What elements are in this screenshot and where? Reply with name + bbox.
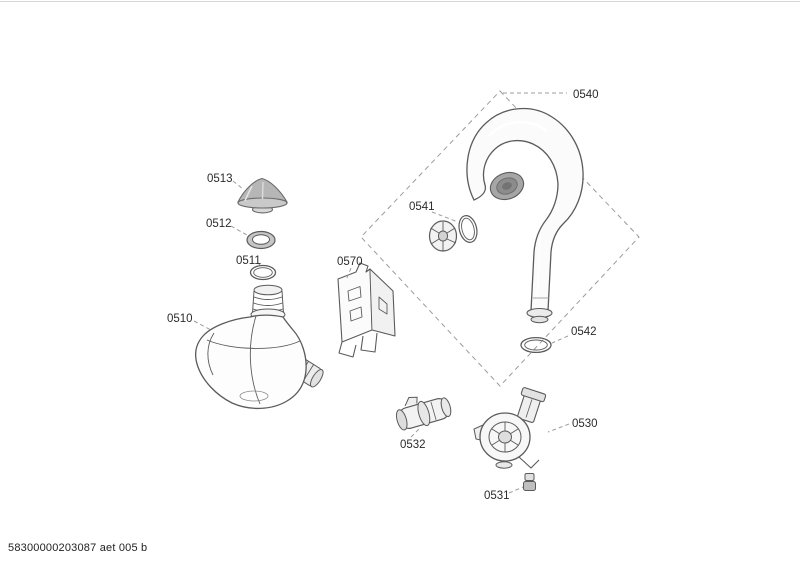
neck-thread: [253, 296, 283, 300]
valve-cap-left: [395, 409, 408, 431]
part-label-0541: 0541: [409, 201, 435, 213]
plug-top: [524, 473, 535, 481]
oring-inner: [524, 339, 548, 351]
bracket-slot: [349, 306, 363, 322]
part-label-0530: 0530: [572, 418, 598, 430]
neck-opening: [253, 284, 283, 296]
part-0531-plug: [523, 473, 536, 491]
valve-tab: [404, 396, 418, 407]
leader-0512: [230, 225, 248, 236]
hose-leg-highlight: [536, 235, 541, 301]
part-0532-valve: [395, 396, 452, 431]
bracket-foot-left: [338, 341, 357, 358]
part-0510-sump: [195, 284, 324, 410]
assembly-boundary-0540: [360, 90, 640, 387]
part-label-0532: 0532: [400, 439, 426, 451]
cone-highlight-2: [261, 181, 264, 200]
part-0512-seal: [246, 230, 276, 250]
part-0540-drain-hose: [466, 107, 584, 324]
impeller-vanes: [430, 222, 457, 251]
part-label-0570: 0570: [337, 256, 363, 268]
leader-0532: [410, 427, 421, 438]
bowl-contour-v: [249, 315, 261, 405]
pump-stub: [495, 461, 513, 469]
valve-cap-right: [440, 397, 452, 417]
bracket-foot-right: [360, 332, 378, 353]
neck-thread: [253, 302, 283, 306]
pump-foot: [518, 456, 540, 469]
neck-side-left: [252, 290, 255, 314]
part-label-0540: 0540: [573, 89, 599, 101]
leader-0530: [547, 423, 570, 433]
hose-tip: [530, 315, 549, 324]
leader-0542: [551, 335, 569, 344]
part-label-0542: 0542: [571, 326, 597, 338]
part-0570-bracket: [337, 262, 396, 358]
leader-0541: [431, 211, 459, 223]
oring-outer: [249, 264, 277, 281]
oring-outer: [458, 215, 478, 243]
plug-body: [523, 481, 536, 491]
pump-ribs: [491, 422, 519, 452]
part-label-0510: 0510: [167, 313, 193, 325]
hose-body: [466, 107, 584, 312]
leader-0531: [508, 486, 524, 494]
oring-inner: [461, 217, 475, 241]
bracket-slot: [378, 296, 388, 315]
mouth-core: [502, 182, 512, 190]
part-0513-cone-cap: [237, 177, 288, 214]
seal-inner: [252, 234, 270, 245]
outlet-cap: [520, 387, 547, 403]
part-0542-oring: [520, 336, 552, 354]
valve-flange: [417, 400, 431, 427]
neck-side-right: [281, 290, 284, 314]
part-label-0511: 0511: [236, 255, 261, 267]
bowl-contour-h: [206, 339, 301, 349]
part-label-0512: 0512: [206, 218, 232, 230]
bracket-slot: [347, 286, 362, 302]
impeller-oring: [458, 215, 478, 243]
part-0511-oring: [249, 264, 277, 281]
oring-outer: [520, 336, 552, 354]
bracket-plate: [337, 262, 373, 343]
oring-inner: [253, 267, 273, 278]
part-label-0531: 0531: [484, 490, 510, 502]
part-0541-impeller: [428, 215, 478, 252]
leader-0510: [193, 320, 212, 331]
leader-lines: [193, 92, 570, 494]
part-label-0513: 0513: [207, 173, 233, 185]
hose-highlight: [488, 120, 548, 137]
leader-0513: [232, 180, 244, 190]
bowl-rim-inner: [207, 332, 215, 376]
leader-0570: [346, 267, 352, 279]
bracket-wing: [369, 268, 396, 337]
valve-rib: [430, 402, 437, 421]
impeller-hub: [437, 230, 449, 242]
bowl-drain: [239, 390, 269, 402]
hose-mouth: [489, 171, 525, 201]
pump-hub: [498, 430, 512, 444]
cone-highlight: [244, 185, 253, 202]
part-0530-pump: [473, 387, 547, 469]
leader-0511: [255, 262, 262, 269]
pump-outlet: [517, 387, 547, 423]
document-code: 58300000203087 aet 005 b: [8, 542, 148, 554]
coupler-end: [309, 369, 324, 388]
bracket-fold-line: [369, 268, 373, 331]
outlet-rib: [525, 399, 533, 418]
part-labels: 0513 0512 0511 0510 0570 0541 0540 0542 …: [167, 89, 599, 502]
